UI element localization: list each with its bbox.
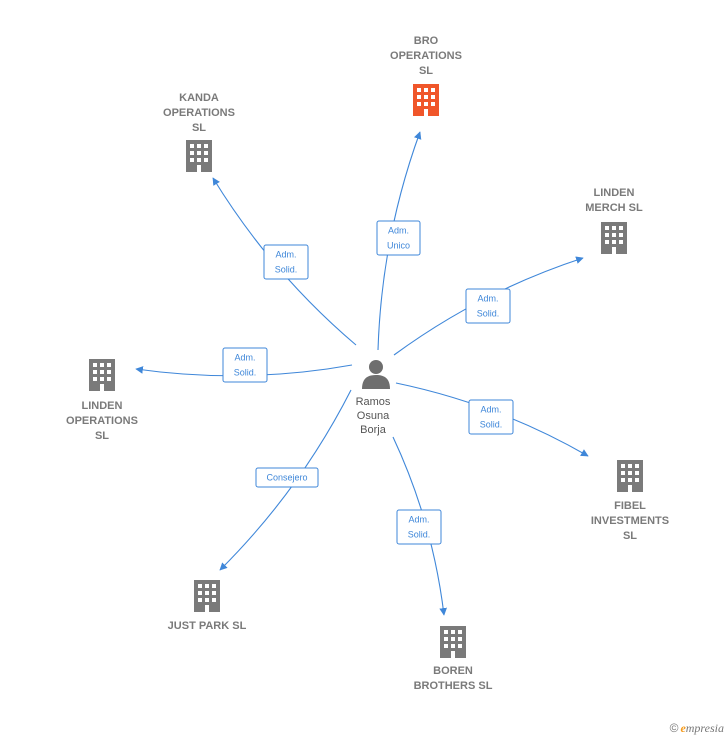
relation-text: Adm. bbox=[234, 353, 255, 363]
brand-e: e bbox=[680, 721, 686, 735]
company-name: OPERATIONS bbox=[66, 415, 138, 427]
relation-badge-kanda[interactable]: Adm. Solid. bbox=[263, 244, 309, 280]
company-name: BROTHERS SL bbox=[414, 680, 493, 692]
building-icon bbox=[617, 460, 643, 492]
brand-logo: ©empresia bbox=[670, 721, 724, 736]
company-fibel[interactable]: FIBEL INVESTMENTS SL bbox=[591, 460, 669, 542]
relation-badge-bro[interactable]: Adm. Unico bbox=[376, 220, 421, 256]
relation-badge-boren[interactable]: Adm. Solid. bbox=[396, 509, 442, 545]
company-bro[interactable]: BRO OPERATIONS SL bbox=[390, 35, 462, 116]
company-name: SL bbox=[192, 122, 206, 134]
person-name-line: Borja bbox=[360, 424, 387, 436]
building-icon bbox=[413, 84, 439, 116]
relation-text: Adm. bbox=[388, 226, 409, 236]
relation-text: Solid. bbox=[480, 420, 503, 430]
building-icon bbox=[186, 140, 212, 172]
relation-text: Consejero bbox=[266, 473, 307, 483]
building-icon bbox=[440, 626, 466, 658]
company-name: SL bbox=[623, 530, 637, 542]
relation-text: Adm. bbox=[408, 515, 429, 525]
relations-layer: Adm.UnicoAdm.Solid.Adm.Solid.Adm.Solid.A… bbox=[135, 131, 589, 616]
relation-text: Solid. bbox=[408, 530, 431, 540]
relation-badge-linden-ops[interactable]: Adm. Solid. bbox=[222, 347, 268, 383]
building-icon bbox=[89, 359, 115, 391]
brand-name: mpresia bbox=[685, 721, 724, 735]
company-name: FIBEL bbox=[614, 500, 646, 512]
company-name: MERCH SL bbox=[585, 202, 643, 214]
company-linden-merch[interactable]: LINDEN MERCH SL bbox=[585, 187, 643, 254]
relation-badge-just-park[interactable]: Consejero bbox=[255, 467, 319, 488]
person-name-line: Ramos bbox=[356, 396, 391, 408]
company-name: BOREN bbox=[433, 665, 473, 677]
company-name: OPERATIONS bbox=[163, 107, 235, 119]
relation-text: Unico bbox=[387, 241, 410, 251]
company-just-park[interactable]: JUST PARK SL bbox=[168, 580, 247, 632]
company-name: LINDEN bbox=[594, 187, 635, 199]
person-icon bbox=[362, 360, 390, 389]
company-name: JUST PARK SL bbox=[168, 620, 247, 632]
company-kanda[interactable]: KANDA OPERATIONS SL bbox=[163, 92, 235, 172]
building-icon bbox=[194, 580, 220, 612]
company-name: BRO bbox=[414, 35, 439, 47]
relation-badge-linden-merch[interactable]: Adm. Solid. bbox=[465, 288, 511, 324]
relation-badge-fibel[interactable]: Adm. Solid. bbox=[468, 399, 514, 435]
company-name: KANDA bbox=[179, 92, 219, 104]
company-name: SL bbox=[419, 65, 433, 77]
companies-layer: BRO OPERATIONS SL KANDA OPERATIONS SL LINDEN ME… bbox=[66, 35, 669, 692]
relation-text: Adm. bbox=[275, 250, 296, 260]
company-linden-ops[interactable]: LINDEN OPERATIONS SL bbox=[66, 359, 138, 442]
copyright-icon: © bbox=[669, 721, 679, 735]
company-name: OPERATIONS bbox=[390, 50, 462, 62]
relation-text: Solid. bbox=[477, 309, 500, 319]
relation-text: Solid. bbox=[234, 368, 257, 378]
company-boren[interactable]: BOREN BROTHERS SL bbox=[414, 626, 493, 692]
relation-text: Adm. bbox=[477, 294, 498, 304]
relation-text: Adm. bbox=[480, 405, 501, 415]
building-icon bbox=[601, 222, 627, 254]
person-name-line: Osuna bbox=[357, 410, 390, 422]
company-name: INVESTMENTS bbox=[591, 515, 669, 527]
company-name: LINDEN bbox=[82, 400, 123, 412]
relation-text: Solid. bbox=[275, 265, 298, 275]
company-name: SL bbox=[95, 430, 109, 442]
